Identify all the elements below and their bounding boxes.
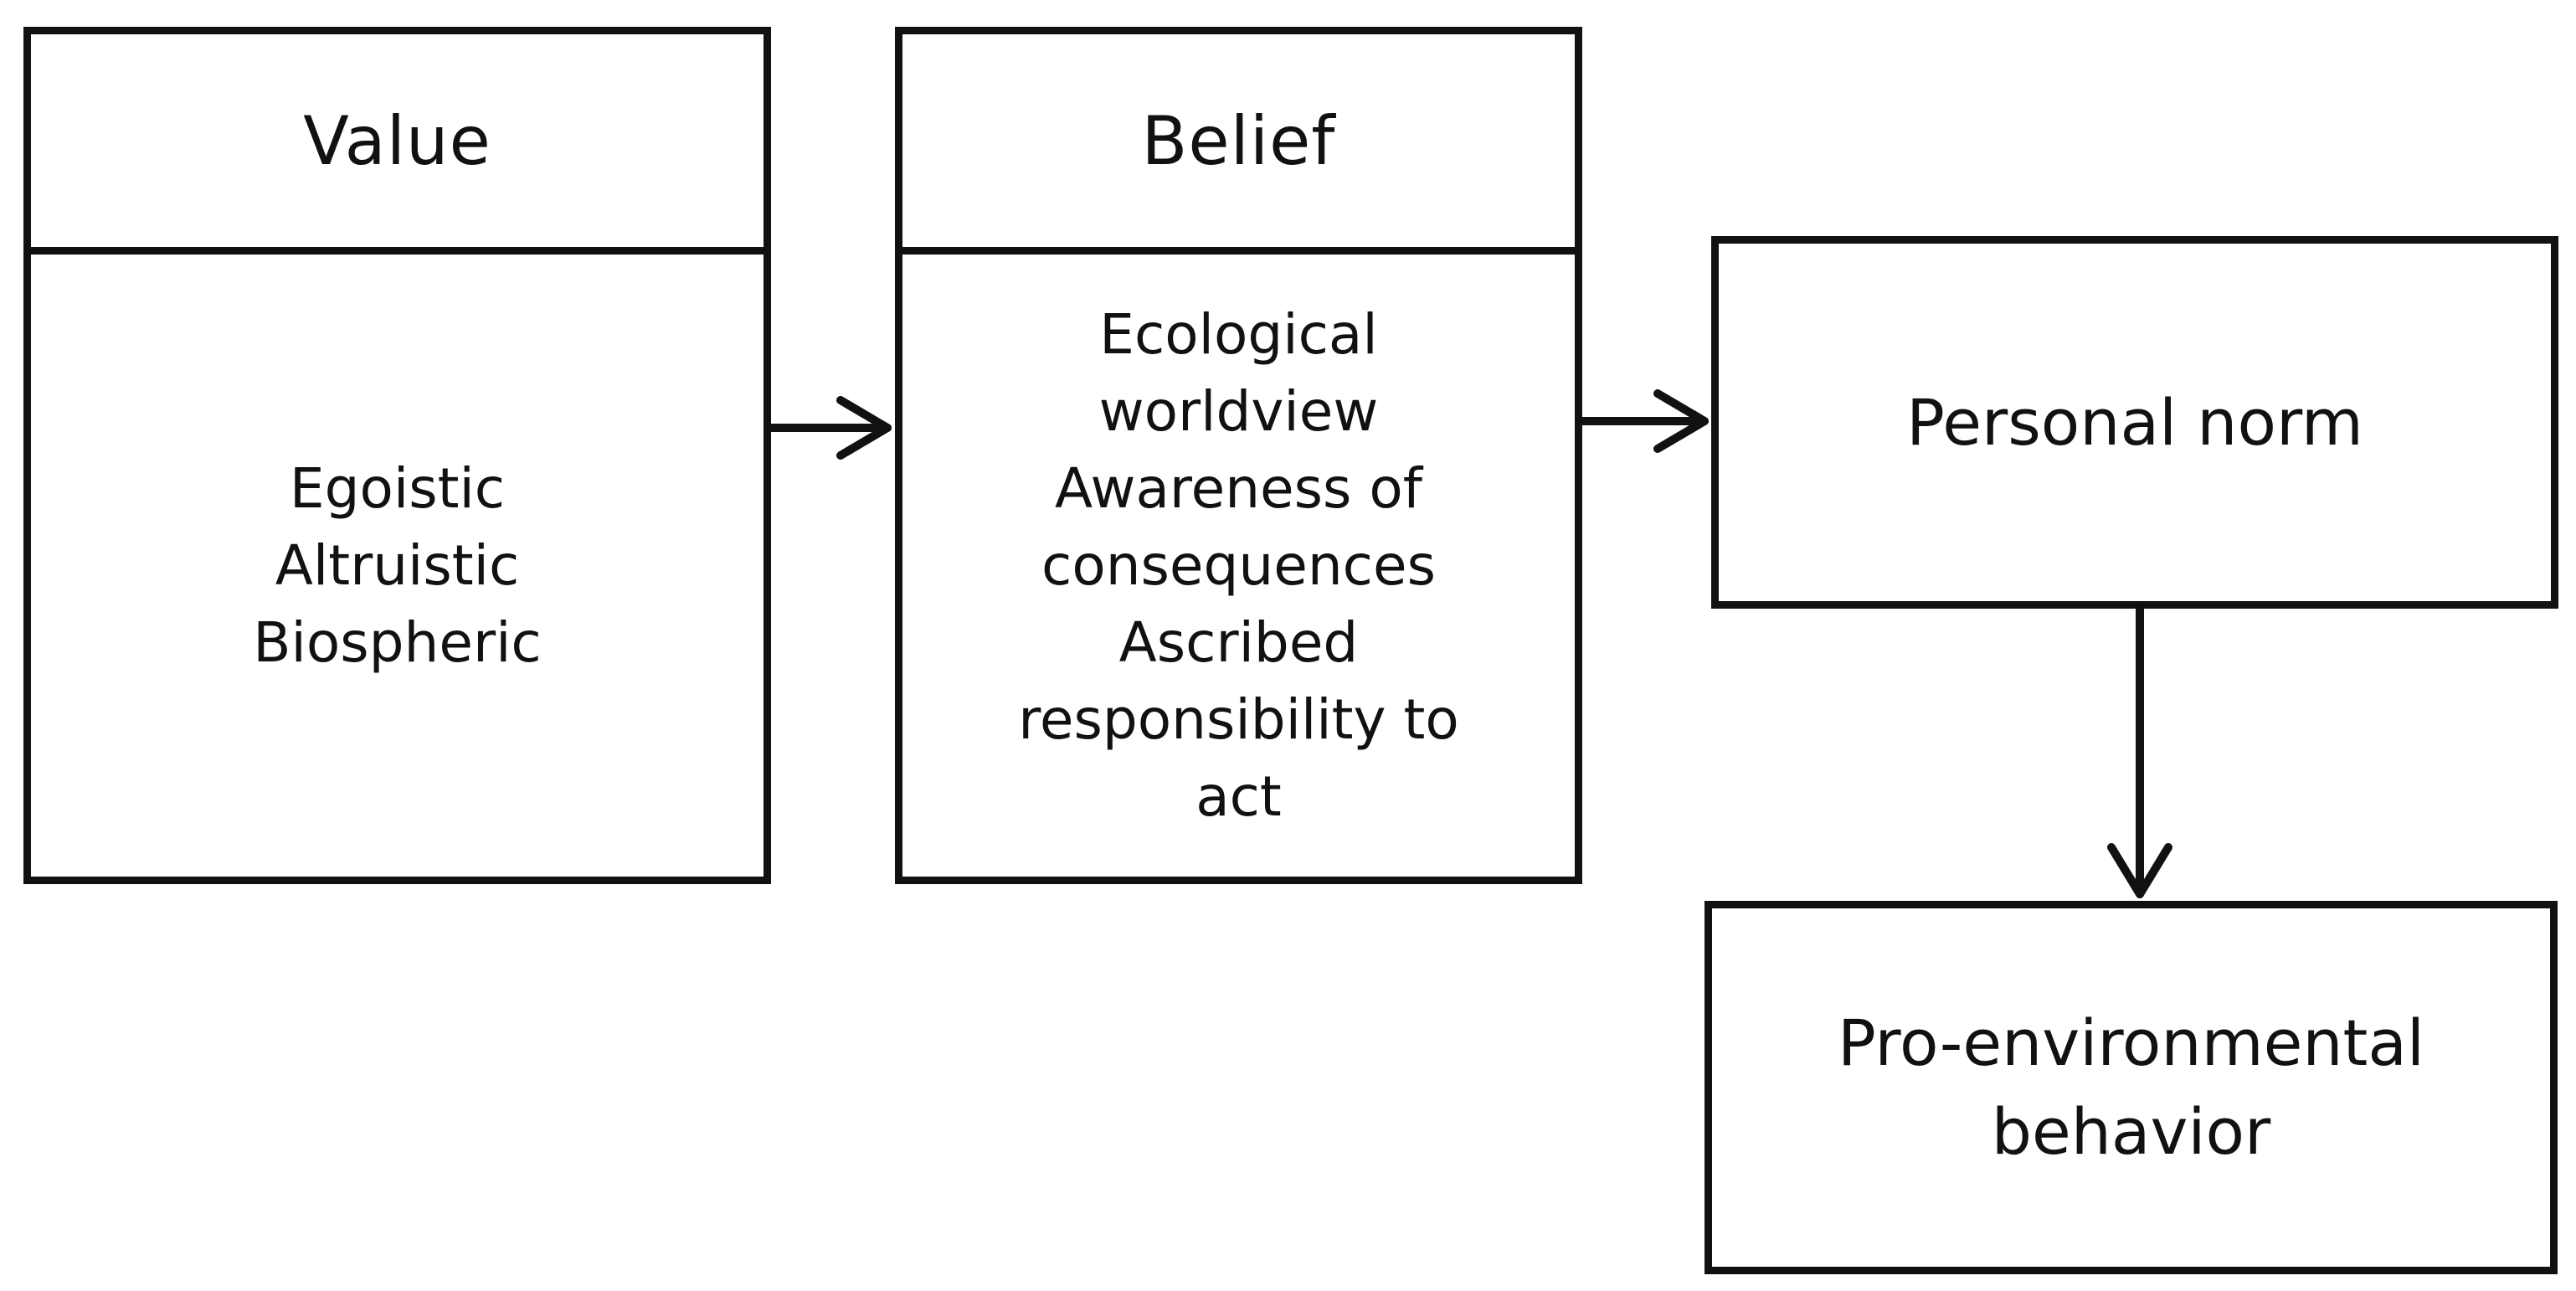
behavior-box: Pro-environmental behavior: [1704, 901, 2558, 1274]
value-box: Value Egoistic Altruistic Biospheric: [23, 27, 771, 884]
belief-item-line-7: act: [1195, 764, 1282, 829]
value-header-text: Value: [303, 101, 491, 180]
arrow-personal-norm-to-behavior: [2107, 604, 2172, 898]
belief-box: Belief Ecological worldview Awareness of…: [895, 27, 1582, 884]
belief-item-line-5: Ascribed: [1118, 609, 1359, 675]
behavior-label-line-1: Pro-environmental: [1837, 1006, 2425, 1080]
belief-items: Ecological worldview Awareness of conseq…: [1018, 296, 1459, 836]
arrow-belief-to-personal-norm: [1578, 389, 1709, 453]
belief-item-line-3: Awareness of: [1055, 455, 1422, 521]
belief-item-line-1: Ecological: [1099, 301, 1378, 367]
belief-header-text: Belief: [1141, 101, 1336, 180]
belief-header: Belief: [902, 34, 1575, 255]
value-item-egoistic: Egoistic: [289, 455, 506, 521]
personal-norm-box: Personal norm: [1711, 236, 2558, 609]
behavior-label-line-2: behavior: [1991, 1094, 2271, 1169]
arrow-value-to-belief: [767, 396, 892, 460]
behavior-content: Pro-environmental behavior: [1712, 908, 2550, 1267]
value-item-biospheric: Biospheric: [253, 609, 542, 675]
value-item-altruistic: Altruistic: [275, 532, 520, 598]
belief-item-line-6: responsibility to: [1018, 687, 1459, 752]
personal-norm-content: Personal norm: [1719, 244, 2551, 601]
value-header: Value: [31, 34, 764, 255]
value-items: Egoistic Altruistic Biospheric: [253, 450, 541, 682]
belief-item-line-4: consequences: [1041, 532, 1436, 598]
value-body: Egoistic Altruistic Biospheric: [31, 255, 764, 877]
belief-item-line-2: worldview: [1098, 378, 1379, 444]
belief-body: Ecological worldview Awareness of conseq…: [902, 255, 1575, 877]
personal-norm-label: Personal norm: [1906, 384, 2363, 460]
